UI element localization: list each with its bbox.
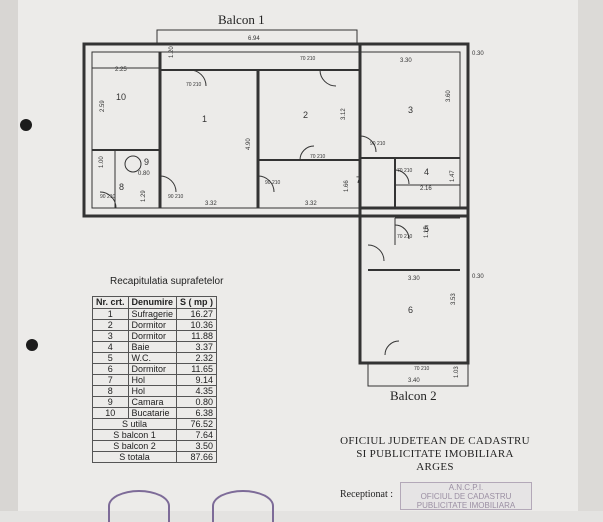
col-header-area: S ( mp )	[176, 296, 218, 309]
room-number-8: 8	[119, 182, 124, 192]
room-number-3: 3	[408, 105, 413, 115]
dim-wc-depth: 1.15	[424, 226, 430, 238]
dim-hall-width: 1.66	[344, 180, 350, 192]
door-label: 70 210	[414, 366, 430, 372]
door-label: 70 210	[186, 82, 202, 88]
page-edge-left	[0, 0, 18, 511]
office-line-2: SI PUBLICITATE IMOBILIARA	[356, 448, 514, 460]
balcony-1-label: Balcon 1	[218, 12, 265, 27]
inner-wall-upper	[91, 51, 461, 209]
dim-bath-width: 2.16	[420, 186, 432, 192]
door-label: 70 210	[397, 234, 413, 240]
room-number-7: 7	[356, 175, 361, 185]
outer-wall-upper	[82, 42, 470, 218]
door-label: 90 210	[370, 141, 386, 147]
door-label: 70 210	[310, 154, 326, 160]
dim-bedroom-6-width: 3.30	[408, 276, 420, 282]
dim-top-left: 1.20	[169, 46, 175, 58]
cadastre-office-block: OFICIUL JUDETEAN DE CADASTRU SI PUBLICIT…	[330, 435, 540, 474]
office-line-3: ARGES	[416, 461, 454, 473]
floor-plan-drawing: 10 1 2 3 4 5 6 7 8 9 6.94 2.25 2.59 4.90…	[82, 29, 484, 387]
seal-right-icon	[212, 490, 274, 522]
door-label: 70 210	[397, 168, 413, 174]
door-label: 90 210	[168, 194, 184, 200]
dim-bedroom-6-depth: 3.53	[451, 293, 457, 305]
office-line-1: OFICIUL JUDETEAN DE CADASTRU	[340, 435, 530, 447]
door-label: 70 210	[300, 56, 316, 62]
door-label: 90 210	[265, 180, 281, 186]
dim-wall-lower: 0.30	[472, 274, 484, 280]
stamp-line-3: PUBLICITATE IMOBILIARA	[416, 501, 516, 510]
seal-left-icon	[108, 490, 170, 522]
dim-pantry-depth: 1.29	[141, 190, 147, 202]
room-number-4: 4	[424, 167, 429, 177]
room-number-10: 10	[116, 92, 126, 102]
stamp-line-2: OFICIUL DE CADASTRU	[420, 492, 512, 501]
punch-hole-top	[20, 119, 32, 131]
dim-bedroom-2-width: 3.32	[305, 201, 317, 207]
col-header-nr: Nr. crt.	[92, 296, 129, 309]
dim-balcony-2-depth: 1.03	[454, 366, 460, 378]
dim-bedroom-2-depth: 3.12	[341, 108, 347, 120]
dim-bedroom-3-depth: 3.60	[446, 90, 452, 102]
room-number-6: 6	[408, 305, 413, 315]
room-number-2: 2	[303, 110, 308, 120]
dim-kitchen-depth: 2.59	[100, 100, 106, 112]
room-number-5: 5	[424, 224, 429, 234]
door-label: 90 210	[100, 194, 116, 200]
stamp-line-1: A.N.C.P.I.	[448, 483, 484, 492]
dim-balcony-2-width: 3.40	[408, 378, 420, 384]
balcony-2-label: Balcon 2	[390, 388, 437, 403]
outer-wall-lower	[358, 206, 470, 365]
dim-living-depth: 4.90	[246, 138, 252, 150]
room-number-9: 9	[144, 157, 149, 167]
dim-kitchen-width: 2.25	[115, 67, 127, 73]
table-header-row: Nr. crt. Denumire S ( mp )	[92, 296, 218, 309]
page-edge-right	[578, 0, 603, 511]
punch-hole-bottom	[26, 339, 38, 351]
dim-bath-depth: 1.47	[450, 170, 456, 182]
room-number-1: 1	[202, 114, 207, 124]
dim-wall-upper: 0.30	[472, 51, 484, 57]
dim-pantry-width: 0.80	[138, 171, 150, 177]
dim-balcony-1-width: 6.94	[248, 36, 260, 42]
received-label: Receptionat :	[340, 489, 394, 500]
dim-living-width: 3.32	[205, 201, 217, 207]
recap-title: Recapitulatia suprafetelor	[110, 276, 224, 287]
dim-hall-8-width: 1.00	[99, 156, 105, 168]
ancpi-stamp: A.N.C.P.I. OFICIUL DE CADASTRU PUBLICITA…	[400, 482, 532, 510]
balcony-2-outline	[367, 362, 469, 387]
col-header-name: Denumire	[127, 296, 178, 309]
dim-bedroom-3-width: 3.30	[400, 58, 412, 64]
